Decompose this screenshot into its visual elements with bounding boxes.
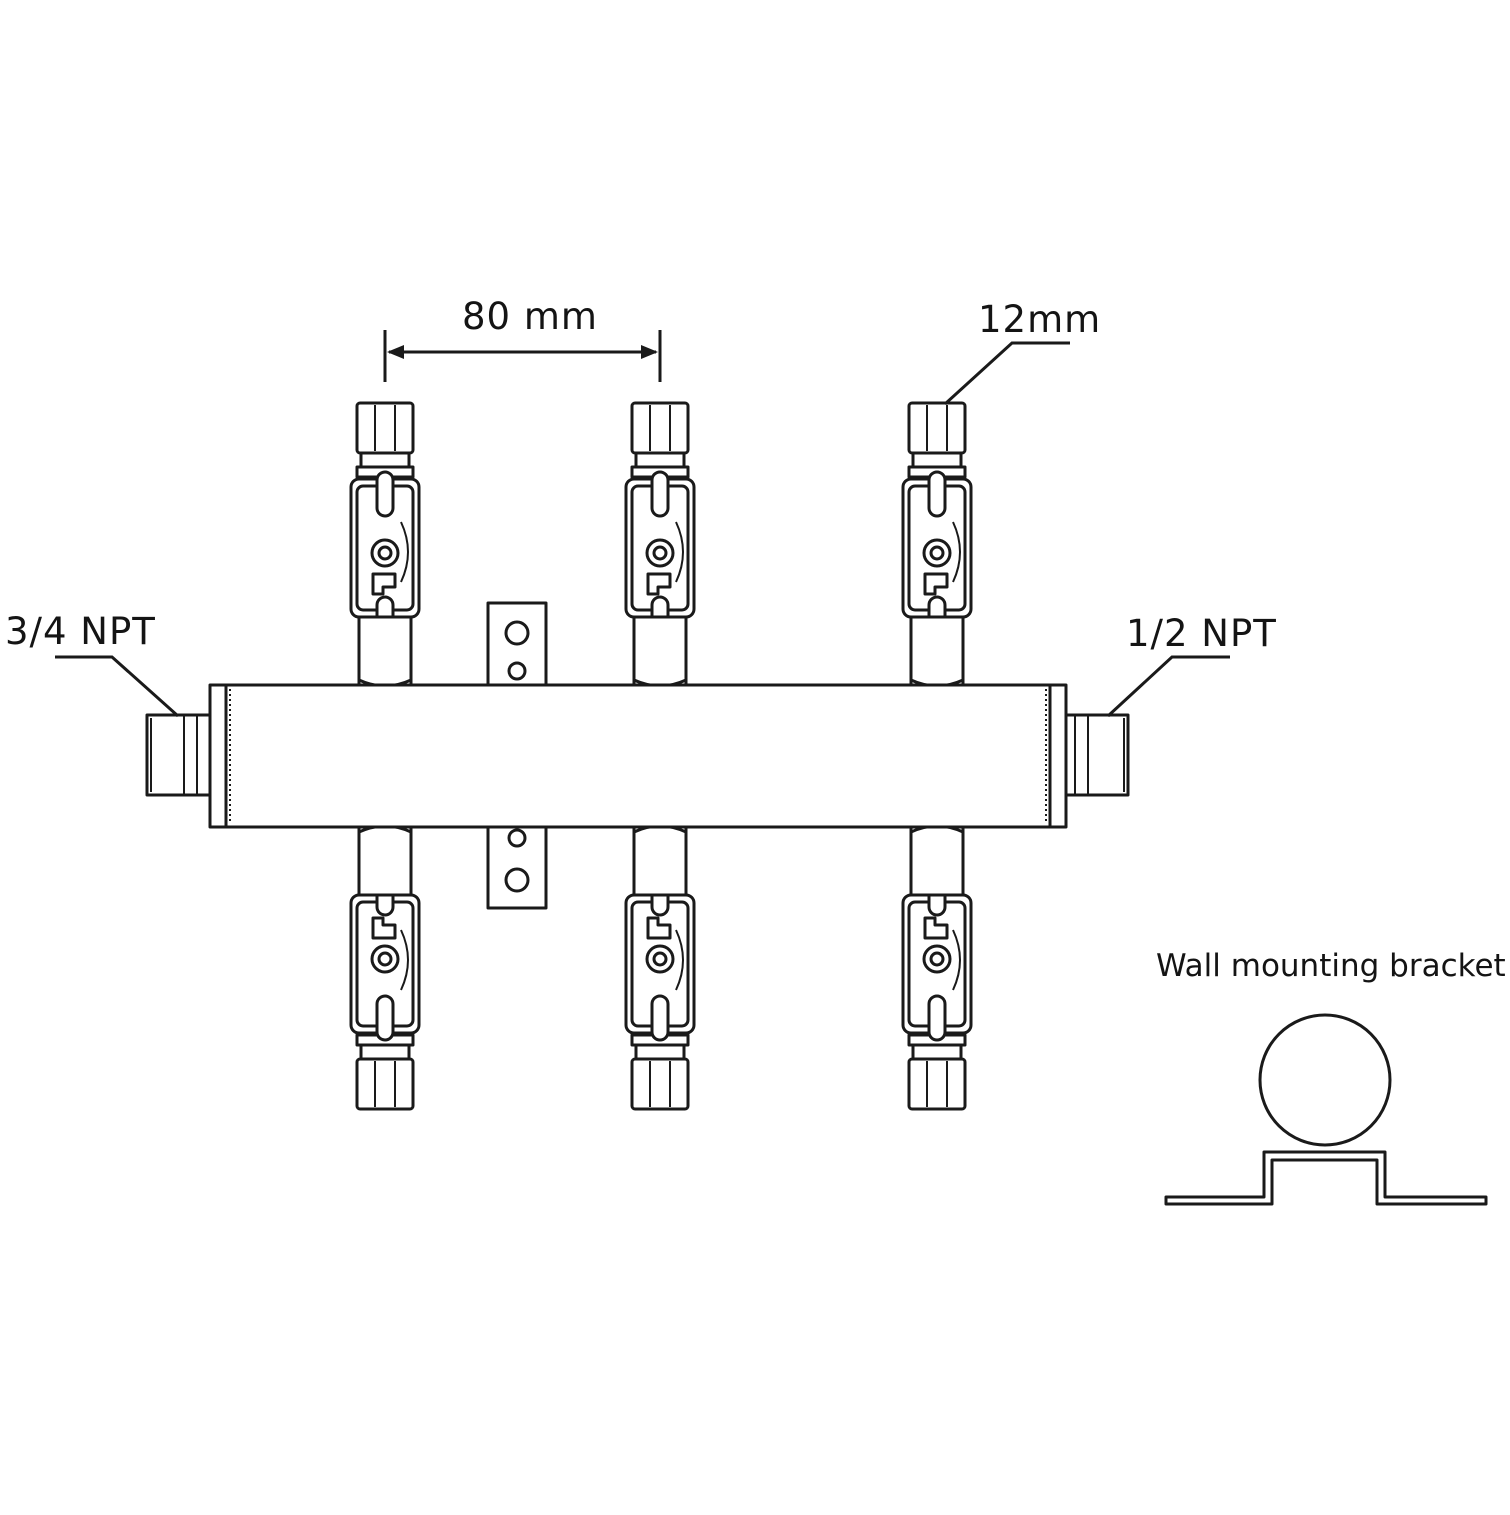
leader-line-outlet-size bbox=[943, 341, 1070, 406]
valve-group bbox=[349, 401, 973, 1111]
mounting-tab-bottom bbox=[486, 816, 548, 910]
bracket-detail bbox=[1164, 1013, 1488, 1206]
inlet-fitting-right bbox=[1062, 713, 1130, 797]
valve-top-1 bbox=[349, 401, 421, 690]
leader-line-inlet-right bbox=[1106, 655, 1230, 718]
dimension-spacing bbox=[383, 330, 662, 382]
bracket-label: Wall mounting bracket bbox=[1156, 948, 1506, 984]
manifold-body bbox=[208, 683, 1068, 829]
inlet-right-label: 1/2 NPT bbox=[1126, 612, 1277, 655]
valve-bottom-1 bbox=[349, 822, 421, 1111]
inlet-fitting-left bbox=[145, 713, 213, 797]
dimension-label-spacing: 80 mm bbox=[462, 295, 598, 338]
valve-bottom-3 bbox=[901, 822, 973, 1111]
outlet-size-label: 12mm bbox=[978, 298, 1102, 341]
valve-top-3 bbox=[901, 401, 973, 690]
mounting-tab-top bbox=[486, 601, 548, 693]
valve-top-2 bbox=[624, 401, 696, 690]
leader-line-inlet-left bbox=[55, 655, 179, 718]
valve-bottom-2 bbox=[624, 822, 696, 1111]
inlet-left-label: 3/4 NPT bbox=[5, 610, 156, 653]
